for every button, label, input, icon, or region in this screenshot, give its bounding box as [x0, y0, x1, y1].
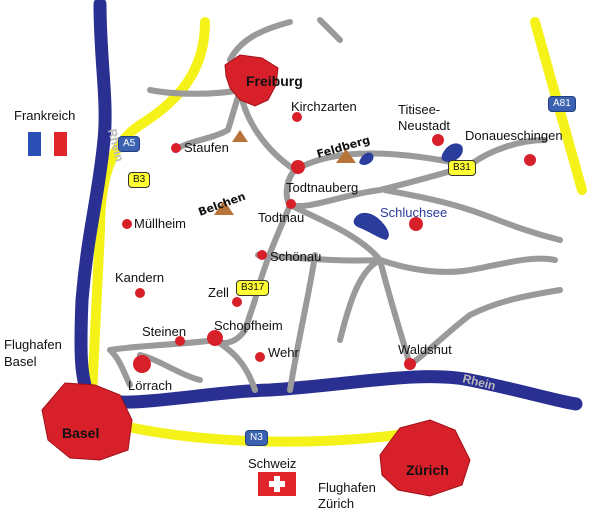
city-dots: [122, 112, 536, 373]
place-label-waldshut: Waldshut: [398, 342, 452, 357]
city-dot-icon: [232, 297, 242, 307]
motorway-n3: [115, 420, 425, 447]
city-dot-icon: [524, 154, 536, 166]
city-dot-icon: [404, 358, 416, 370]
place-label-schluchsee: Schluchsee: [380, 205, 448, 220]
country-label-frankreich: Frankreich: [14, 108, 76, 123]
place-label-zell: Zell: [208, 285, 229, 300]
basel-city-icon: [41, 382, 133, 461]
place-label-todtnauberg: Todtnauberg: [286, 180, 359, 195]
city-label-basel: Basel: [62, 425, 100, 441]
place-label-loerrach: Lörrach: [128, 378, 173, 393]
city-label-zurich: Zürich: [406, 462, 449, 478]
mountain-icon-staufen: [232, 130, 248, 142]
river-label-rhein-lower: Rhein: [461, 371, 497, 393]
place-label-kandern: Kandern: [115, 270, 165, 285]
place-label-schoenau: Schönau: [270, 249, 322, 264]
airport-label-zurich: Flughafen Zürich: [318, 480, 376, 511]
feldberg-lake-icon: [359, 152, 374, 165]
city-dot-icon: [291, 160, 305, 174]
schluchsee-lake-icon: [353, 212, 389, 240]
country-label-schweiz: Schweiz: [248, 456, 297, 471]
city-dot-icon: [175, 336, 185, 346]
titisee-lake-icon: [441, 143, 463, 162]
road-shield-a5: A5: [118, 136, 141, 152]
swiss-flag-icon: [258, 472, 296, 496]
city-dot-icon: [292, 112, 302, 122]
freiburg-city-icon: [224, 54, 279, 107]
road-shield-b317: B317: [236, 280, 270, 296]
place-label-todtnau: Todtnau: [258, 210, 305, 225]
road-shield-b31: B31: [448, 160, 476, 176]
airport-label-basel: Flughafen Basel: [4, 337, 62, 369]
zurich-city-icon: [379, 419, 471, 497]
city-dot-icon: [432, 134, 444, 146]
city-dot-icon: [207, 330, 223, 346]
city-label-freiburg: Freiburg: [246, 73, 303, 89]
city-dot-icon: [286, 199, 296, 209]
road-shield-b3: B3: [128, 172, 151, 188]
city-dot-icon: [135, 288, 145, 298]
place-label-wehr: Wehr: [268, 345, 299, 360]
place-label-steinen: Steinen: [142, 324, 187, 339]
mountain-icon-belchen: [214, 200, 234, 215]
city-dot-icon: [255, 352, 265, 362]
france-flag-icon: [28, 132, 67, 156]
place-label-muellheim: Müllheim: [134, 216, 187, 231]
city-dot-icon: [133, 355, 151, 373]
place-label-donaueschingen: Donaueschingen: [465, 128, 563, 143]
place-label-kirchzarten: Kirchzarten: [291, 99, 357, 114]
city-dot-icon: [171, 143, 181, 153]
road-shield-n3: N3: [245, 430, 268, 446]
city-dot-icon: [122, 219, 132, 229]
place-label-schopfheim: Schopfheim: [214, 318, 283, 333]
road-shield-a81: A81: [548, 96, 576, 112]
city-dot-icon: [257, 250, 267, 260]
place-label-titisee-neustadt: Titisee- Neustadt: [398, 102, 451, 133]
city-dot-icon: [409, 217, 423, 231]
place-label-staufen: Staufen: [184, 140, 229, 155]
mountain-icon-feldberg: [336, 149, 356, 163]
